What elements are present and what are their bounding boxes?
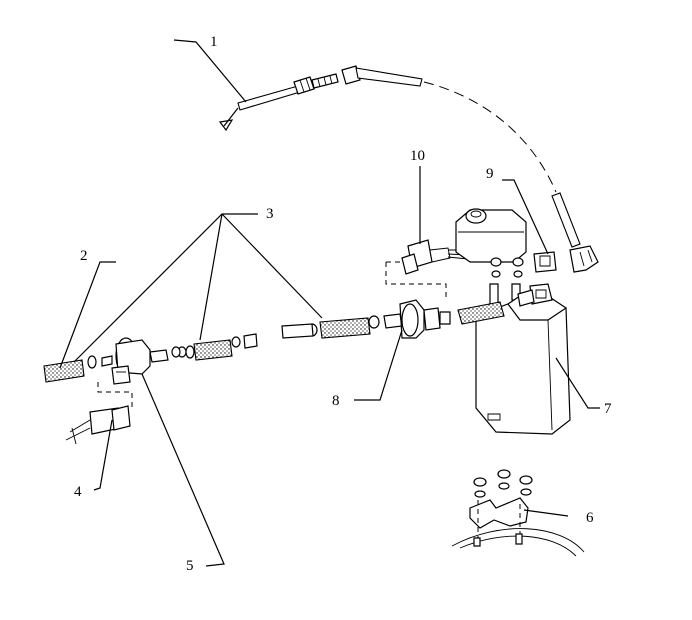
vacuum-line-assembly — [218, 65, 557, 193]
callout-6: 6 — [586, 510, 594, 526]
electrical-connector — [65, 382, 133, 445]
mounting-bracket — [451, 469, 585, 557]
callout-4: 4 — [74, 484, 82, 500]
upper-hose-segment — [551, 192, 599, 273]
callout-labels: 1 2 3 4 5 6 7 8 9 10 — [74, 34, 612, 574]
callout-7: 7 — [604, 401, 612, 417]
callout-5: 5 — [186, 558, 194, 574]
leader-lines — [59, 39, 600, 567]
callout-10: 10 — [410, 148, 425, 164]
callout-1: 1 — [210, 34, 218, 50]
center-hose-row — [171, 301, 505, 361]
callout-8: 8 — [332, 393, 340, 409]
reservoir-canister — [455, 208, 571, 435]
inline-valve — [383, 299, 451, 339]
callout-9: 9 — [486, 166, 494, 182]
vacuum-sensor-left — [87, 337, 169, 385]
left-hose — [43, 359, 85, 383]
callout-2: 2 — [80, 248, 88, 264]
vacuum-switch — [385, 239, 469, 300]
callout-3: 3 — [266, 206, 274, 222]
